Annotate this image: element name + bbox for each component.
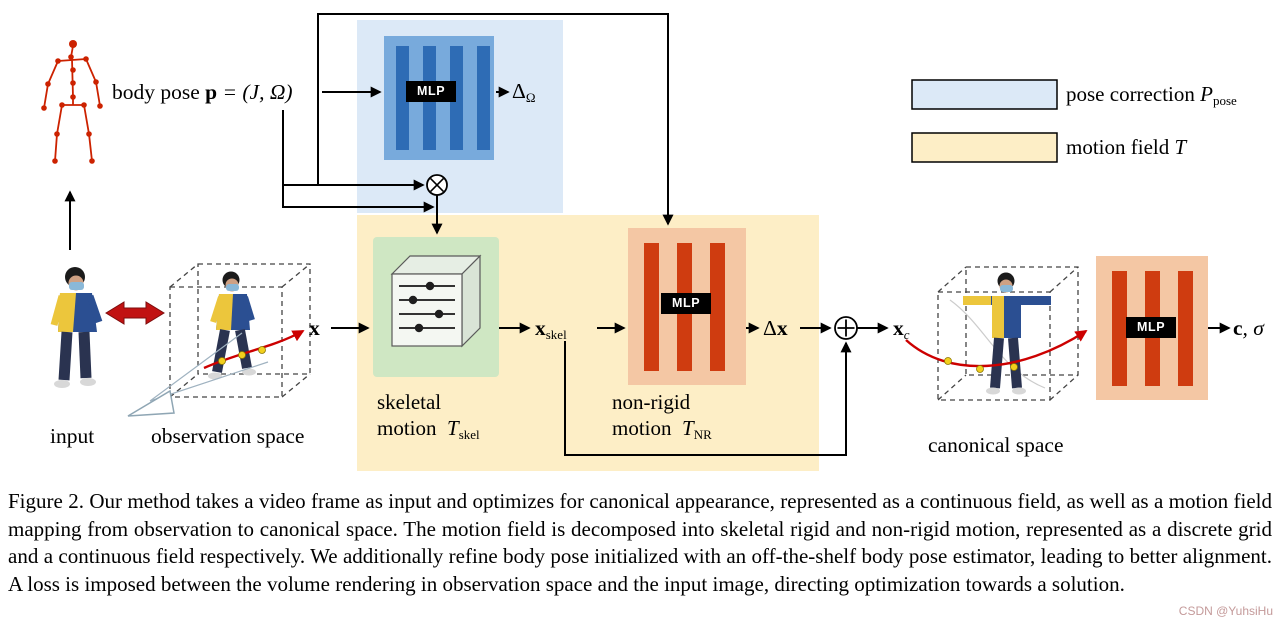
otimes-icon bbox=[426, 174, 448, 196]
x-c-subscript: c bbox=[903, 327, 910, 342]
input-person-photo bbox=[50, 267, 103, 388]
canonical-space-label: canonical space bbox=[928, 433, 1064, 457]
legend-pose-correction-swatch bbox=[911, 79, 1058, 110]
x-skel-subscript: skel bbox=[545, 327, 567, 342]
delta-x-x: x bbox=[776, 316, 788, 340]
watermark: CSDN @YuhsiHu bbox=[1178, 604, 1273, 618]
nonrigid-line1: non-rigid bbox=[612, 390, 691, 414]
skeletal-line2: motion Tskel bbox=[377, 416, 480, 443]
body-pose-text: body pose bbox=[112, 80, 200, 104]
observation-person bbox=[208, 271, 256, 380]
observation-space-label: observation space bbox=[151, 424, 305, 448]
output-c: c bbox=[1233, 316, 1243, 340]
t-field-symbol: T bbox=[1174, 135, 1187, 159]
output-sigma: , σ bbox=[1242, 316, 1264, 340]
oplus-icon bbox=[834, 316, 858, 340]
figure-caption: Figure 2. Our method takes a video frame… bbox=[8, 488, 1272, 598]
equivalence-red-arrow bbox=[105, 301, 165, 325]
grid-cube-icon bbox=[390, 254, 482, 348]
mlp-chip-nonrigid: MLP bbox=[661, 293, 712, 314]
legend-motion-field-label: motion field T bbox=[1066, 135, 1187, 159]
delta-omega-label: ΔΩ bbox=[512, 78, 536, 106]
skeletal-motion-box bbox=[373, 237, 499, 377]
canonical-person-tpose bbox=[949, 272, 1051, 395]
output-c-sigma-label: c, σ bbox=[1233, 315, 1264, 342]
t-nr-symbol: T bbox=[682, 416, 694, 441]
nonrigid-line2: motion TNR bbox=[612, 416, 712, 443]
nonrigid-motion-label: non-rigid motion TNR bbox=[612, 389, 712, 444]
arrow-xskel-skip-to-oplus bbox=[564, 341, 852, 456]
x-c-symbol: x bbox=[893, 316, 904, 340]
body-pose-label: body pose p = (J, Ω) bbox=[112, 79, 293, 106]
caption-text: Our method takes a video frame as input … bbox=[8, 489, 1273, 596]
skeletal-line1: skeletal bbox=[377, 390, 442, 414]
pose-mlp-bars bbox=[396, 46, 490, 150]
x-c-label: xc bbox=[893, 315, 910, 343]
skeletal-motion-label: skeletal motion Tskel bbox=[377, 389, 480, 444]
x-skel-label: xskel bbox=[535, 315, 567, 343]
flow-arrows bbox=[64, 13, 1231, 456]
body-pose-skeleton-icon bbox=[41, 40, 103, 164]
pose-symbol: p bbox=[205, 80, 218, 104]
caption-figure-number: Figure 2. bbox=[8, 489, 84, 513]
x-label: x bbox=[309, 315, 320, 342]
p-pose-symbol: P bbox=[1200, 82, 1213, 106]
ray-red-arrow-canonical bbox=[905, 329, 1088, 368]
ray-red-arrow-observation bbox=[203, 329, 305, 370]
nonrigid-mlp-bars bbox=[644, 243, 725, 371]
camera-frustum-icon bbox=[127, 332, 269, 417]
t-skel-symbol: T bbox=[447, 416, 459, 441]
delta-symbol: Δ bbox=[512, 79, 526, 103]
sample-points-canonical bbox=[944, 357, 1018, 373]
x-skel-symbol: x bbox=[535, 316, 546, 340]
delta-x-label: Δx bbox=[763, 315, 788, 342]
mlp-chip-pose: MLP bbox=[406, 81, 457, 102]
legend-pose-correction-label: pose correction Ppose bbox=[1066, 82, 1237, 108]
x-symbol: x bbox=[309, 316, 320, 340]
input-label: input bbox=[50, 424, 95, 448]
pose-equation: = (J, Ω) bbox=[222, 80, 293, 104]
canonical-cube bbox=[937, 266, 1079, 401]
legend-motion-field-swatch bbox=[911, 132, 1058, 163]
delta-x-delta: Δ bbox=[763, 316, 777, 340]
arrow-pose-to-nonrigid-top bbox=[317, 13, 674, 226]
mlp-chip-canonical: MLP bbox=[1126, 317, 1177, 338]
omega-subscript: Ω bbox=[525, 90, 536, 105]
pose-mlp-block bbox=[384, 36, 494, 160]
arrow-pose-branch bbox=[282, 185, 435, 213]
sample-points-observation bbox=[218, 346, 266, 365]
